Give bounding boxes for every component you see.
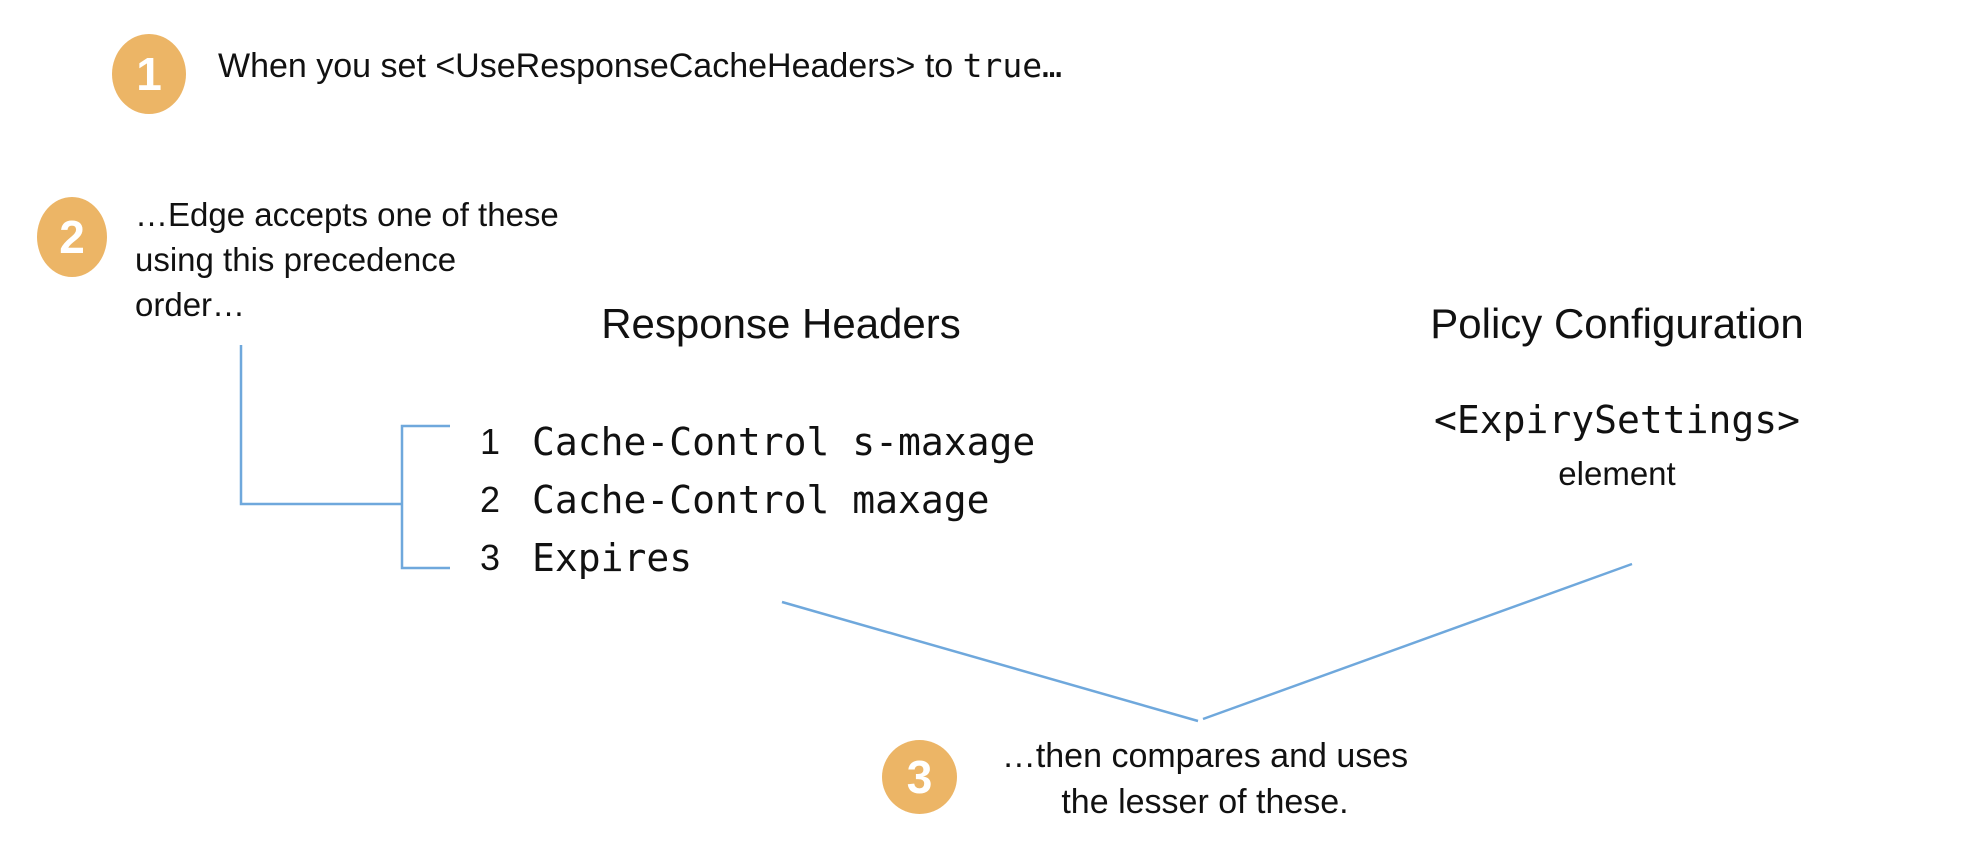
step-3-badge: 3 xyxy=(882,740,957,814)
step-2-text-line-3: order… xyxy=(135,286,246,323)
step-3-text-line-2: the lesser of these. xyxy=(1061,783,1349,821)
precedence-item-1: 1 Cache-Control s-maxage xyxy=(480,420,1035,478)
precedence-item-2-code: Cache-Control maxage xyxy=(532,478,990,522)
v-line-right xyxy=(1202,562,1633,721)
precedence-item-3: 3 Expires xyxy=(480,536,1035,594)
precedence-item-1-code: Cache-Control s-maxage xyxy=(532,420,1036,464)
precedence-item-2-number: 2 xyxy=(480,479,501,520)
step-2-text-line-1: …Edge accepts one of these xyxy=(135,196,559,233)
step-1-code-true: true… xyxy=(962,46,1062,85)
precedence-item-2: 2 Cache-Control maxage xyxy=(480,478,1035,536)
precedence-item-3-number: 3 xyxy=(480,537,501,578)
expiry-settings-block: <ExpirySettings> element xyxy=(1407,396,1827,496)
order-to-list-connector-line xyxy=(239,345,402,506)
step-1-badge: 1 xyxy=(112,34,186,114)
precedence-item-1-number: 1 xyxy=(480,421,501,462)
step-3-text: …then compares and uses the lesser of th… xyxy=(960,733,1450,825)
step-2-text-line-2: using this precedence xyxy=(135,241,457,278)
precedence-item-3-code: Expires xyxy=(532,536,693,580)
step-3-text-line-1: …then compares and uses xyxy=(1001,737,1409,775)
v-line-left xyxy=(781,600,1199,723)
step-2-badge: 2 xyxy=(37,197,107,277)
list-bracket-line xyxy=(400,424,450,570)
precedence-list: 1 Cache-Control s-maxage 2 Cache-Control… xyxy=(480,420,1035,594)
response-headers-title: Response Headers xyxy=(601,300,961,347)
expiry-settings-code: <ExpirySettings> xyxy=(1433,398,1801,442)
step-1-text: When you set <UseResponseCacheHeaders> t… xyxy=(218,46,1062,86)
step-1-text-prefix: When you set <UseResponseCacheHeaders> t… xyxy=(218,47,963,85)
step-3-badge-number: 3 xyxy=(906,751,933,803)
step-2-badge-number: 2 xyxy=(59,211,85,263)
step-2-text: …Edge accepts one of these using this pr… xyxy=(135,192,559,327)
policy-configuration-title: Policy Configuration xyxy=(1430,300,1804,347)
expiry-settings-label: element xyxy=(1558,455,1676,492)
step-1-badge-number: 1 xyxy=(136,48,162,100)
